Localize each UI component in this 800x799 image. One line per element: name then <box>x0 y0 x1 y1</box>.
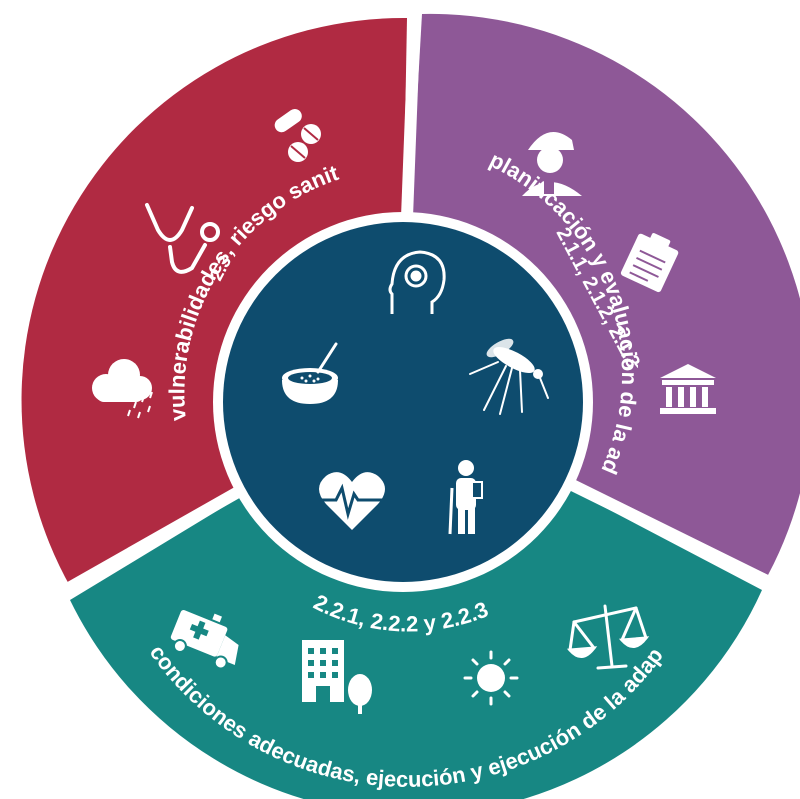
hospital-icon <box>302 640 372 714</box>
food-bowl-icon <box>282 342 338 404</box>
worker-icon <box>522 132 582 196</box>
mosquito-icon <box>469 338 549 415</box>
stethoscope-icon <box>145 203 220 274</box>
justice-scale-icon <box>566 604 650 670</box>
sun-icon <box>463 650 519 706</box>
heart-rate-icon <box>318 472 388 530</box>
mental-health-icon <box>388 250 446 314</box>
clipboard-icon <box>620 233 679 293</box>
rain-cloud-icon <box>92 359 153 419</box>
institution-icon <box>660 364 716 414</box>
ambulance-icon <box>170 609 239 670</box>
pills-icon <box>274 109 321 162</box>
center-disc <box>223 222 583 582</box>
injured-person-icon <box>448 460 483 535</box>
